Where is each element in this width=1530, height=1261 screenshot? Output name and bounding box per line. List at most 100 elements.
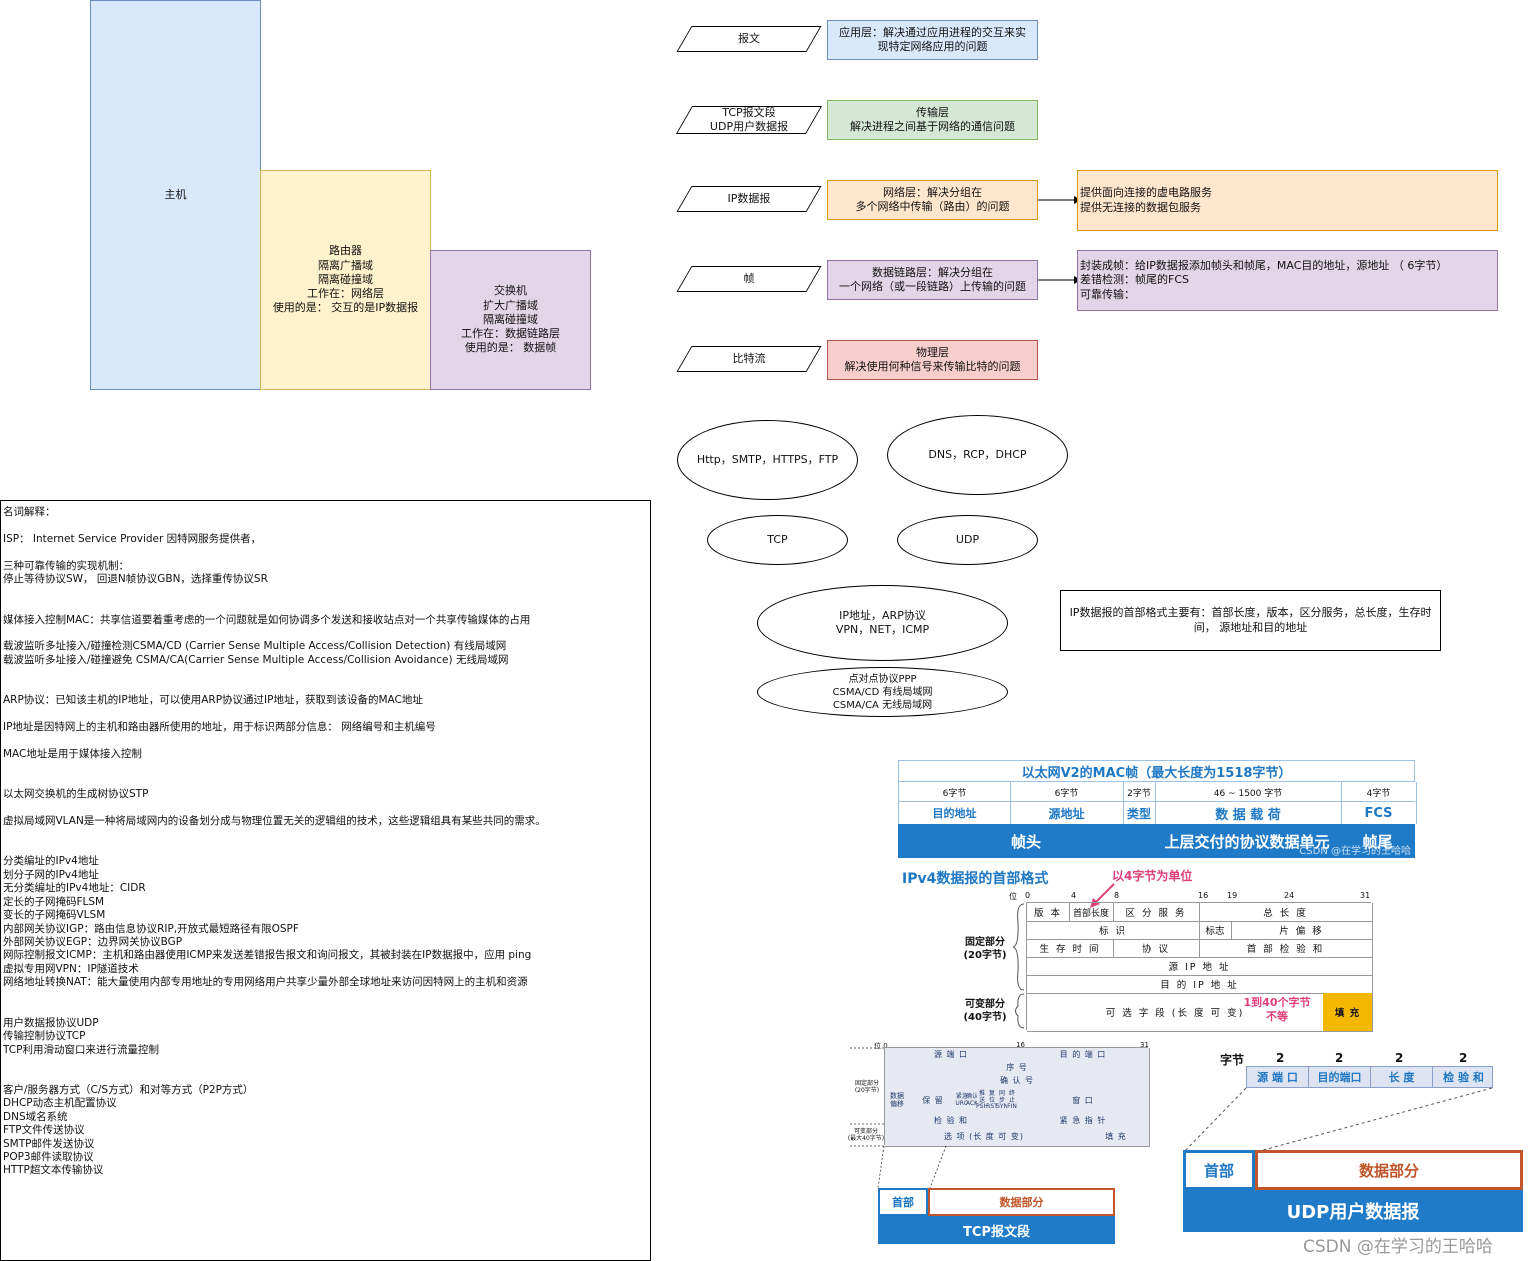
tcp-head-cell: 首部	[878, 1188, 928, 1216]
pdu-label: 比特流	[732, 352, 766, 366]
ipv4-padding: 填 充	[1323, 993, 1373, 1032]
ipv4-header-length: 首部长度	[1069, 903, 1114, 922]
ipv4-bit-axis: 位 0 4 8 16 19 24 31	[1008, 891, 1378, 903]
bit-tick: 8	[1114, 891, 1120, 900]
link-protocols-ellipse: 点对点协议PPP CSMA/CD 有线局域网 CSMA/CA 无线局域网	[757, 667, 1008, 717]
layer-application: 应用层：解决通过应用进程的交互来实 现特定网络应用的问题	[827, 20, 1038, 60]
ipv4-dscp: 区 分 服 务	[1113, 903, 1200, 922]
udp-head-cell: 首部	[1183, 1150, 1255, 1190]
udp-dst-port: 目的端口	[1309, 1067, 1371, 1087]
tcp-bit-axis: 位 0 16 31	[874, 1041, 1154, 1051]
mac-watermark: CSDN @在学习的王哈哈	[1299, 846, 1411, 857]
mac-size: 46 ~ 1500 字节	[1155, 782, 1342, 802]
ipv4-variable-part: 可变部分 (40字节)	[963, 999, 1007, 1023]
udp-length: 长 度	[1371, 1067, 1433, 1087]
connector-arrows	[1038, 196, 1081, 284]
tcp-reserved: 保 留	[909, 1088, 958, 1115]
udp-datagram-title: UDP用户数据报	[1183, 1190, 1523, 1232]
udp-header-table: 源 端 口 目的端口 长 度 检 验 和	[1246, 1066, 1493, 1088]
udp-byte-label: 字节	[1220, 1053, 1245, 1067]
app-protocols-ellipse-2: DNS，RCP，DHCP	[887, 415, 1068, 495]
ipv4-braces	[1012, 903, 1025, 1029]
pdu-ip-datagram: IP数据报	[676, 186, 822, 212]
udp-src-port: 源 端 口	[1247, 1067, 1309, 1087]
layer-datalink: 数据链路层：解决分组在 一个网络（或一段链路）上传输的问题	[827, 260, 1038, 300]
ipv4-identification: 标 识	[1027, 921, 1200, 940]
ipv4-unit-note: 以4字节为单位	[1112, 869, 1193, 883]
router-box: 路由器 隔离广播域 隔离碰撞域 工作在：网络层 使用的是： 交互的是IP数据报	[260, 170, 431, 390]
udp-ellipse: UDP	[897, 515, 1038, 565]
layer-physical: 物理层 解决使用何种信号来传输比特的问题	[827, 340, 1038, 380]
tcp-segment-figure: 首部 数据部分 TCP报文段	[878, 1188, 1115, 1244]
mac-pdu-label: 上层交付的协议数据单元	[1164, 832, 1330, 851]
ipv4-var-note: 1到40个字节 不等	[1243, 996, 1311, 1023]
ipv4-protocol: 协 议	[1113, 939, 1200, 958]
layer-network: 网络层：解决分组在 多个网络中传输（路由）的问题	[827, 180, 1038, 220]
pdu-label: 报文	[738, 32, 760, 46]
pdu-label: TCP报文段 UDP用户数据报	[709, 106, 789, 133]
host-box: 主机	[90, 0, 261, 390]
mac-field-payload: 数 据 载 荷	[1155, 802, 1342, 824]
bit-tick: 4	[1071, 891, 1077, 900]
udp-size: 2	[1459, 1051, 1468, 1065]
tcp-window: 窗 口	[1017, 1088, 1150, 1115]
ipv4-header-table: 版 本 首部长度 区 分 服 务 总 长 度 标 识 标志 片 偏 移 生 存 …	[1026, 902, 1373, 1032]
footer-watermark: CSDN @在学习的王哈哈	[1303, 1237, 1493, 1257]
ipv4-title: IPv4数据报的首部格式	[902, 871, 1049, 887]
switch-box: 交换机 扩大广播域 隔离碰撞域 工作在：数据链路层 使用的是： 数据帧	[430, 250, 591, 390]
mac-frame-figure: 以太网V2的MAC帧（最大长度为1518字节） 6字节 6字节 2字节 46 ~…	[898, 760, 1417, 858]
udp-datagram-figure: 首部 数据部分 UDP用户数据报	[1183, 1150, 1523, 1232]
pdu-frame: 帧	[676, 266, 822, 292]
tcp-ellipse: TCP	[707, 515, 848, 565]
ip-protocols-ellipse: IP地址，ARP协议 VPN，NET，ICMP	[757, 585, 1008, 661]
glossary-box: 名词解释： ISP： Internet Service Provider 因特网…	[0, 500, 651, 1261]
mac-size: 6字节	[1010, 782, 1124, 802]
ipv4-total-length: 总 长 度	[1199, 903, 1373, 922]
tcp-bit-tick: 位 0	[874, 1042, 888, 1050]
tcp-padding: 填 充	[1083, 1128, 1150, 1147]
tcp-dashed-guides	[850, 1047, 947, 1189]
ipv4-unit-arrow	[1090, 883, 1115, 908]
bit-tick: 31	[1360, 891, 1371, 900]
ipv4-ttl: 生 存 时 间	[1027, 939, 1114, 958]
mac-trailer-label: 帧尾	[1362, 832, 1393, 851]
mac-field-src: 源地址	[1010, 802, 1124, 824]
udp-data-cell: 数据部分	[1255, 1150, 1523, 1190]
udp-checksum: 检 验 和	[1443, 1071, 1484, 1084]
ipv4-fixed-part: 固定部分 (20字节)	[963, 937, 1007, 961]
tcp-segment-title: TCP报文段	[878, 1216, 1115, 1244]
bit-tick: 19	[1227, 891, 1238, 900]
pdu-bitstream: 比特流	[676, 346, 822, 372]
udp-dashed-guides	[1183, 1087, 1493, 1153]
mac-size: 4字节	[1341, 782, 1417, 802]
tcp-variable-part: 可变部分 (最大40字节)	[847, 1128, 885, 1143]
tcp-bit-tick: 16	[1016, 1041, 1025, 1049]
mac-field-fcs: FCS	[1341, 802, 1417, 824]
udp-size: 2	[1276, 1051, 1285, 1065]
bit-tick: 16	[1198, 891, 1209, 900]
tcp-header-table: 源 端 口 目 的 端 口 序 号 确 认 号 数据 偏移 保 留 紧急 URG…	[884, 1047, 1150, 1147]
ipv4-dst-addr: 目 的 IP 地 址	[1027, 975, 1373, 994]
pdu-message: 报文	[676, 26, 822, 52]
pdu-segment: TCP报文段 UDP用户数据报	[675, 106, 823, 134]
ipv4-src-addr: 源 IP 地 址	[1027, 957, 1373, 976]
mac-header-label: 帧头	[1010, 832, 1041, 851]
pdu-label: 帧	[743, 272, 755, 286]
mac-frame-title: 以太网V2的MAC帧（最大长度为1518字节）	[898, 760, 1415, 782]
pdu-label: IP数据报	[727, 192, 771, 206]
layer-transport: 传输层 解决进程之间基于网络的通信问题	[827, 100, 1038, 140]
ipv4-flags: 标志	[1199, 921, 1232, 940]
ipv4-checksum: 首 部 检 验 和	[1199, 939, 1373, 958]
mac-size: 6字节	[899, 782, 1011, 802]
mac-size: 2字节	[1123, 782, 1156, 802]
datalink-functions-note: 封装成帧：给IP数据报添加帧头和帧尾，MAC目的地址，源地址 （ 6字节） 差错…	[1077, 250, 1498, 311]
bit-tick: 24	[1284, 891, 1295, 900]
tcp-bit-tick: 31	[1140, 1041, 1149, 1049]
tcp-fixed-part: 固定部分 (20字节)	[854, 1080, 880, 1095]
ip-header-note: IP数据报的首部格式主要有：首部长度，版本，区分服务，总长度，生存时间， 源地址…	[1060, 590, 1441, 651]
tcp-data-cell: 数据部分	[928, 1188, 1115, 1216]
network-services-note: 提供面向连接的虚电路服务 提供无连接的数据包服务	[1077, 170, 1498, 231]
mac-field-dest: 目的地址	[899, 802, 1011, 824]
bit-tick: 0	[1025, 891, 1031, 900]
bit-label: 位	[1009, 892, 1017, 901]
